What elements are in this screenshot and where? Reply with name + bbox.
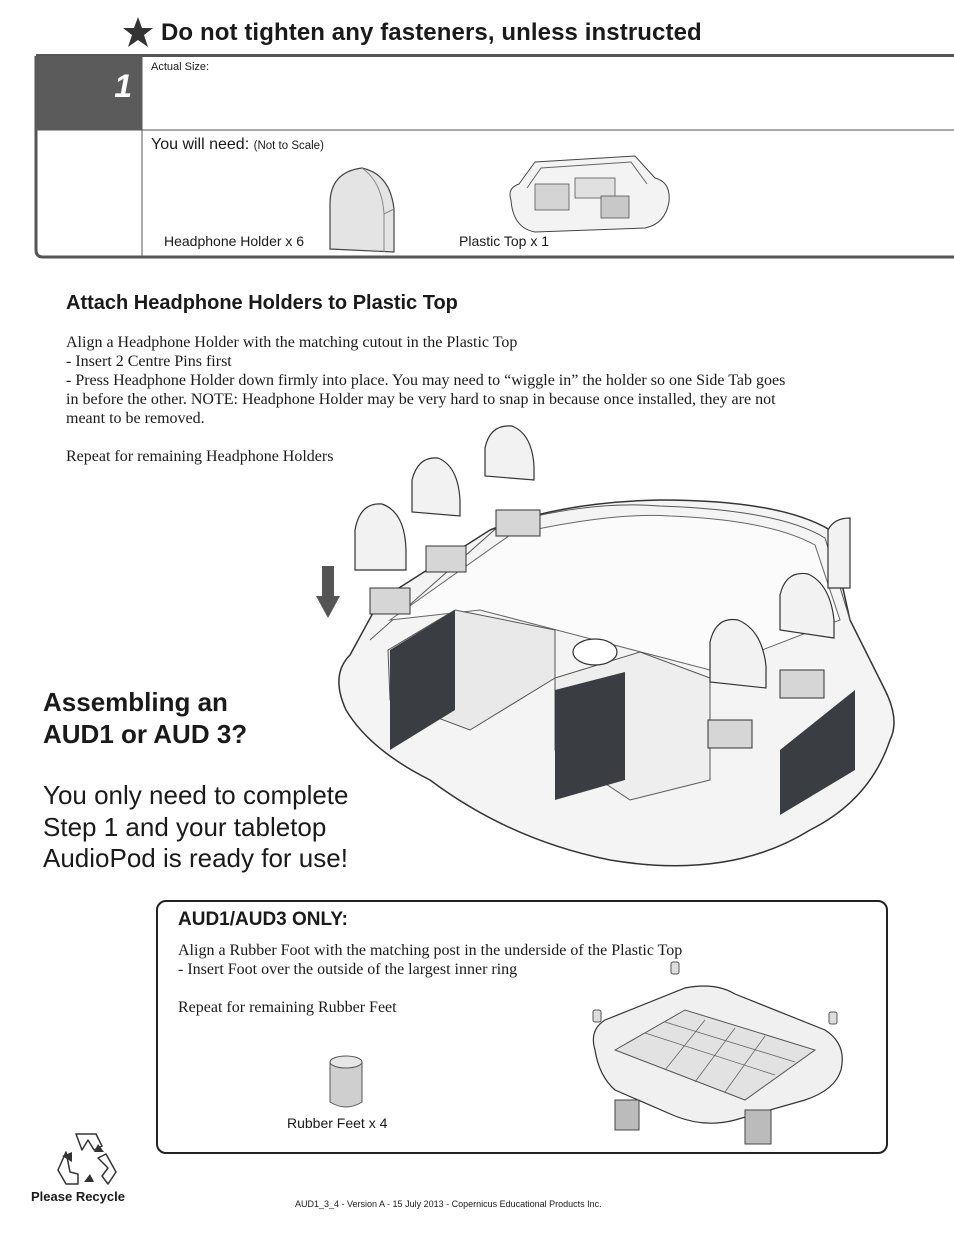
aud-answer-line: Step 1 and your tabletop — [43, 812, 349, 844]
rubber-foot-image — [324, 1054, 368, 1112]
aud-question-line: AUD1 or AUD 3? — [43, 718, 247, 750]
aud-answer-line: AudioPod is ready for use! — [43, 843, 349, 875]
down-arrow-icon — [316, 566, 340, 618]
instruction-line: Align a Headphone Holder with the matchi… — [66, 333, 856, 352]
not-to-scale-note: (Not to Scale) — [254, 140, 324, 152]
headphone-holder-image — [320, 164, 400, 254]
recycle-icon — [54, 1128, 118, 1188]
you-will-need-label: You will need: (Not to Scale) — [151, 136, 324, 154]
assembly-illustration — [310, 420, 950, 890]
aud-question-line: Assembling an — [43, 686, 247, 718]
instructions: Align a Headphone Holder with the matchi… — [66, 333, 856, 428]
rubber-feet-label: Rubber Feet x 4 — [287, 1115, 387, 1131]
plastic-top-image — [505, 148, 675, 238]
rubber-feet-repeat: Repeat for remaining Rubber Feet — [178, 998, 397, 1017]
aud-answer: You only need to complete Step 1 and you… — [43, 780, 349, 875]
warning-heading: Do not tighten any fasteners, unless ins… — [161, 19, 702, 47]
part-label-plastic-top: Plastic Top x 1 — [459, 233, 549, 249]
aud-answer-line: You only need to complete — [43, 780, 349, 812]
part-label-headphone-holder: Headphone Holder x 6 — [164, 233, 304, 249]
star-icon — [122, 16, 154, 50]
aud-question: Assembling an AUD1 or AUD 3? — [43, 686, 247, 750]
step-frame — [34, 54, 954, 259]
rubber-feet-title: AUD1/AUD3 ONLY: — [178, 909, 348, 931]
instruction-line: - Insert 2 Centre Pins first — [66, 352, 856, 371]
actual-size-label: Actual Size: — [151, 61, 209, 73]
repeat-note: Repeat for remaining Headphone Holders — [66, 447, 333, 466]
instruction-line: - Press Headphone Holder down firmly int… — [66, 371, 856, 390]
step-number: 1 — [40, 68, 132, 105]
instruction-line: Align a Rubber Foot with the matching po… — [178, 941, 682, 960]
document-footer: AUD1_3_4 - Version A - 15 July 2013 - Co… — [295, 1199, 602, 1209]
section-title: Attach Headphone Holders to Plastic Top — [66, 292, 458, 315]
plastic-top-underside-image — [585, 960, 855, 1150]
recycle-label: Please Recycle — [31, 1189, 125, 1204]
instruction-line: in before the other. NOTE: Headphone Hol… — [66, 390, 856, 409]
